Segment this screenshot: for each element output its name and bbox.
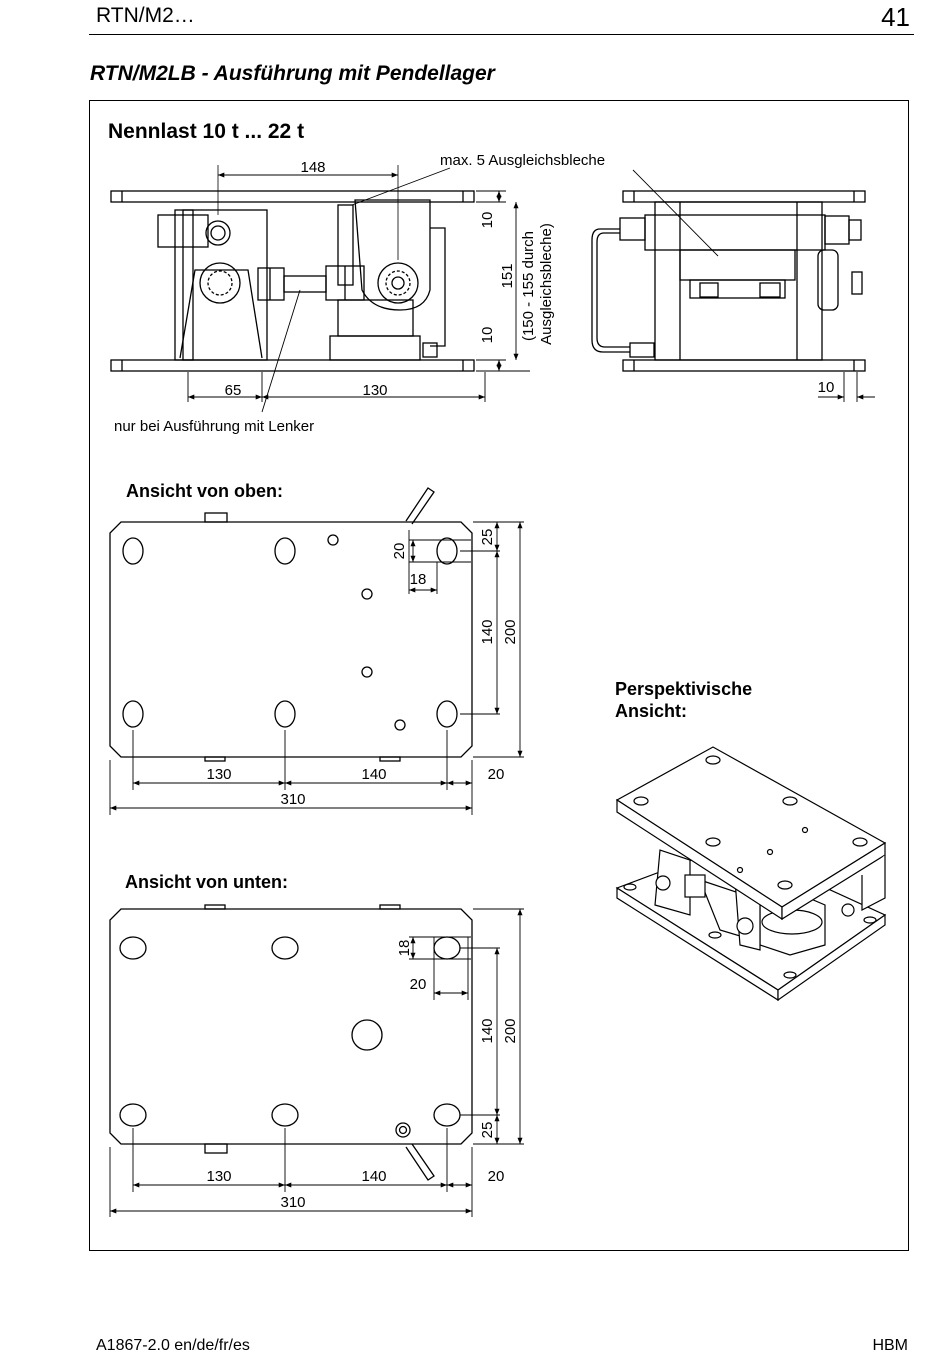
top-dim-20-right: 20	[488, 766, 505, 783]
top-dim-20: 20	[391, 543, 408, 560]
top-view-heading: Ansicht von oben:	[126, 481, 283, 501]
footer-brand: HBM	[872, 1337, 908, 1354]
top-dim-140-vertical: 140	[479, 619, 496, 644]
bottom-dim-200: 200	[502, 1018, 519, 1043]
bottom-dim-20: 20	[410, 976, 427, 993]
bottom-dim-130: 130	[206, 1168, 231, 1185]
bottom-dim-310: 310	[280, 1194, 305, 1211]
header-rule	[89, 34, 914, 35]
note-link: nur bei Ausführung mit Lenker	[114, 418, 314, 435]
header-title: RTN/M2…	[96, 4, 195, 27]
top-dim-310: 310	[280, 791, 305, 808]
front-view	[591, 190, 866, 372]
top-view	[109, 487, 473, 762]
page-number: 41	[881, 2, 910, 32]
bottom-dim-140-vertical: 140	[479, 1018, 496, 1043]
top-dim-140: 140	[361, 766, 386, 783]
top-dim-18: 18	[410, 571, 427, 588]
top-dim-25: 25	[479, 529, 496, 546]
top-dim-200: 200	[502, 619, 519, 644]
drawing-frame	[89, 100, 909, 1251]
bottom-view	[109, 904, 473, 1181]
note-shims: max. 5 Ausgleichsbleche	[440, 152, 605, 169]
side-view	[110, 165, 475, 372]
perspective-heading-1: Perspektivische	[615, 679, 752, 699]
bottom-dim-18: 18	[396, 940, 413, 957]
dim-height: 151	[499, 263, 516, 288]
bottom-dim-140: 140	[361, 1168, 386, 1185]
bottom-dim-25: 25	[479, 1122, 496, 1139]
dim-upper-plate: 10	[479, 212, 496, 229]
top-view-dims	[109, 521, 524, 815]
bottom-view-heading: Ansicht von unten:	[125, 872, 288, 892]
dim-height-note-1: (150 - 155 durch	[520, 231, 537, 341]
dim-148: 148	[300, 159, 325, 176]
dim-130: 130	[362, 382, 387, 399]
dim-10-front: 10	[818, 379, 835, 396]
perspective-view	[615, 746, 887, 1002]
bottom-dim-20-right: 20	[488, 1168, 505, 1185]
front-view-dims	[632, 169, 875, 402]
bottom-view-dims	[109, 908, 524, 1217]
top-dim-130: 130	[206, 766, 231, 783]
dim-65: 65	[225, 382, 242, 399]
section-title: RTN/M2LB - Ausführung mit Pendellager	[90, 62, 495, 85]
panel-title: Nennlast 10 t ... 22 t	[108, 120, 304, 143]
footer-doc-id: A1867-2.0 en/de/fr/es	[96, 1337, 250, 1354]
side-view-dims	[187, 167, 530, 413]
perspective-heading-2: Ansicht:	[615, 701, 687, 721]
dim-lower-plate: 10	[479, 327, 496, 344]
dim-height-note-2: Ausgleichsbleche)	[538, 223, 555, 345]
